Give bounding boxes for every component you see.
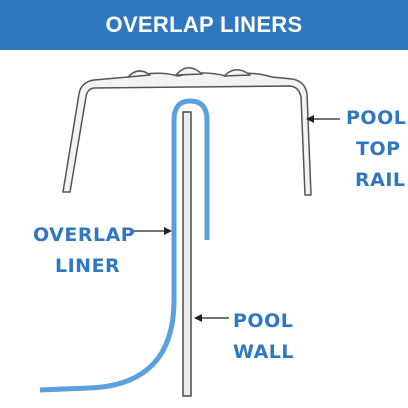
liner-label-line-2: LINER	[55, 255, 120, 277]
wall-label-line-1: POOL	[233, 310, 293, 332]
top-rail-label-line-1: POOL	[346, 107, 406, 129]
wall-label-line-2: WALL	[233, 341, 294, 363]
top-rail-label-line-2: TOP	[356, 138, 401, 160]
overlap-liner	[39, 98, 210, 393]
rail-bump-center	[175, 67, 203, 76]
rail-bump-left	[127, 70, 151, 78]
header-banner: OVERLAP LINERS	[0, 0, 408, 50]
liner-label-line-1: OVERLAP	[33, 224, 135, 246]
rail-bump-right	[223, 69, 251, 77]
top-rail-label-line-3: RAIL	[355, 169, 406, 191]
header-title: OVERLAP LINERS	[105, 12, 303, 37]
pool-wall	[182, 111, 192, 397]
